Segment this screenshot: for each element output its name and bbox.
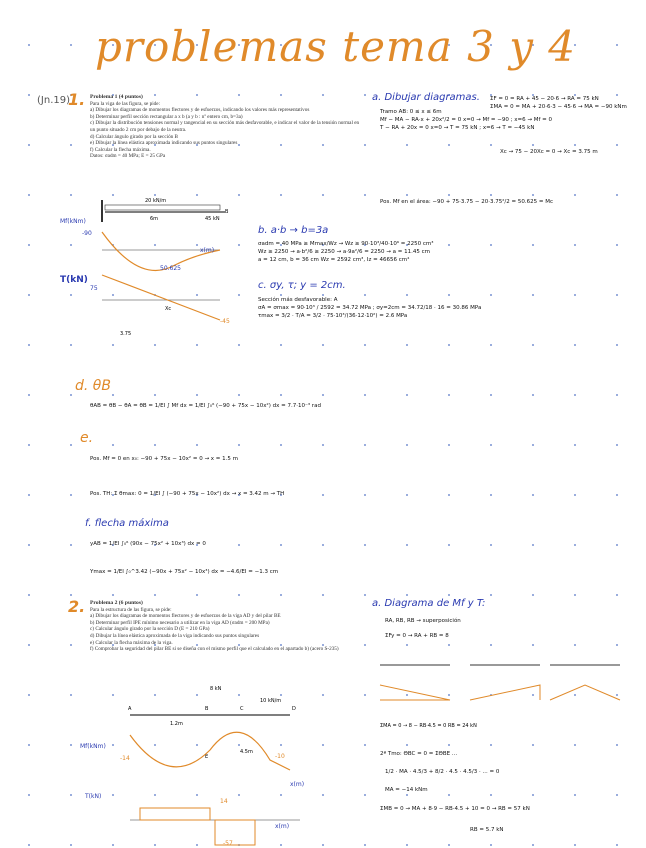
t-axis-label: T(kN) [84, 793, 101, 800]
equation: MA = −14 kNm [385, 787, 428, 793]
load-label: 20 kN/m [145, 198, 166, 204]
statement-line: c) Calcular ángulo girado por la sección… [90, 626, 210, 633]
equation: Pos. Mf en el área: −90 + 75·3.75 − 20·3… [380, 199, 554, 205]
equation: ΣMA = 0 → 8 − RB·4.5 = 0 RB = 24 kN [380, 723, 477, 729]
statement-line: e) Calcular la flecha máxima de la viga. [90, 639, 173, 646]
t-min-value: -45 [220, 318, 230, 325]
mf-value: 14 [220, 798, 228, 805]
equation: yAB = 1/EI ∫₀⁶ (90x − 75x² + 10x³) dx = … [90, 541, 206, 547]
t-value: -57 [223, 840, 233, 847]
equation: Mf − MA − RA·x + 20x²/2 = 0 x=0 → Mf = −… [380, 117, 552, 123]
xc-value: 3.75 [120, 331, 131, 337]
equation: τmax = 3/2 · T/A = 3/2 · 75·10³/(36·12·1… [258, 313, 408, 319]
equation: Pos. TH: Σ θmax: 0 = 1/EI ∫ (−90 + 75x −… [90, 491, 285, 497]
superposition-diagrams: ΣMA = 0 → 8 − RB·4.5 = 0 RB = 24 kN [379, 664, 621, 729]
mf-max-value: 50.625 [160, 265, 181, 272]
node-b: B [205, 706, 209, 712]
problem-2-number: 2. [68, 597, 86, 616]
mf-axis-label: Mf(kNm) [80, 743, 106, 750]
equation: Xc → 75 − 20Xc = 0 → Xc = 3.75 m [500, 149, 598, 155]
t-value: 75 [90, 285, 98, 292]
section-1b-equations: σadm = 40 MPa ≥ Mmax/Wz → Wz ≥ 90·10³/40… [258, 240, 433, 264]
node-d: D [292, 706, 296, 712]
equation: 2ª Tmo: ΘBC = 0 = ΣΘBE ... [380, 751, 458, 757]
equation: Wz ≥ 2250 → a·b²/6 ≥ 2250 → a·9a²/6 = 22… [258, 249, 431, 255]
date-label: (Jn.19) [37, 95, 70, 106]
dim-label: 4.5m [240, 749, 253, 755]
section-1d-heading: d. θB [75, 378, 111, 394]
equation: Sección más desfavorable: A [258, 297, 338, 303]
section-1a-equations: Tramo AB: 0 ≤ x ≤ 6m Mf − MA − RA·x + 20… [380, 108, 552, 132]
problem-1-statement: Problema 1 (4 puntos) Para la viga de la… [90, 94, 360, 160]
section-1a-heading: a. Dibujar diagramas. [372, 92, 480, 103]
mf-axis-label: Mf(kNm) [60, 218, 86, 225]
node-c: C [240, 706, 244, 712]
equilibrium-equations: ΣF = 0 = RA + 45 − 20·6 → RA = 75 kN ΣMA… [490, 95, 627, 111]
problem-2-heading: Problema 2 (6 puntos) [90, 600, 143, 606]
section-1d-equation: θAB = θB − θA = θB = 1/EI ∫ Mf dx = 1/EI… [90, 403, 321, 409]
section-1f-heading: f. flecha máxima [85, 518, 169, 529]
x-axis-label: x(m) [275, 823, 289, 830]
statement-line: e) Dibujar la línea elástica aproximada … [90, 140, 238, 147]
page-title: problemas tema 3 y 4 [95, 22, 577, 71]
span-label: 6m [150, 216, 158, 222]
load-label: 8 kN [210, 686, 222, 692]
statement-line: f) Comprobar la seguridad del pilar BE s… [90, 646, 339, 653]
dist-load-label: 10 kN/m [260, 698, 281, 704]
equation: ΣF = 0 = RA + 45 − 20·6 → RA = 75 kN [490, 96, 599, 102]
equation: 1/2 · MA · 4.5/3 + 8/2 · 4.5 · 4.5/3 · .… [385, 769, 500, 775]
equation: Pos. Mf = 0 en x₀: −90 + 75x − 10x² = 0 … [90, 456, 239, 462]
node-a: A [128, 706, 132, 712]
statement-line: Para la estructura de las figura, se pid… [90, 606, 172, 613]
equation: T − RA + 20x = 0 x=0 → T = 75 kN ; x=6 →… [380, 125, 535, 131]
equation: a = 12 cm, b = 36 cm Wz = 2592 cm³, Iz =… [258, 257, 410, 263]
statement-line: b) Determinar perfil IPE mínimo necesari… [90, 619, 270, 626]
equation: σA = σmax = 90·10³ / 2592 = 34.72 MPa ; … [258, 305, 482, 311]
equation: σadm = 40 MPa ≥ Mmax/Wz → Wz ≥ 90·10³/40… [258, 241, 434, 247]
dim-label: 1.2m [170, 721, 183, 727]
section-1c-heading: c. σy, τ; y = 2cm. [258, 280, 346, 291]
equation: RA, RB, RB → superposición [385, 618, 461, 624]
point-load-label: 45 kN [205, 216, 220, 222]
statement-line: Datos: σadm = 40 MPa; E = 25 GPa [90, 153, 166, 160]
equation: ΣFy = 0 → RA + RB = 8 [385, 633, 449, 639]
statement-line: a) Dibujar los diagramas de momentos fle… [90, 613, 281, 620]
statement-line: d) Calcular ángulo girado por la sección… [90, 133, 179, 140]
x-axis-label: x(m) [200, 247, 214, 254]
node-e: E [205, 754, 208, 760]
mf-value: -14 [120, 755, 130, 762]
problem-2-figure: 8 kN 10 kN/m A B C D E 1.2m 4.5m Mf(kNm)… [80, 686, 304, 847]
statement-line: b) Determinar perfil sección rectangular… [90, 113, 243, 120]
problem-1-heading: Problema 1 (4 puntos) [90, 94, 143, 100]
t-axis-label: T(kN) [60, 275, 88, 285]
mf-value: -90 [82, 230, 92, 237]
equation: ΣMB = 0 → MA + 8·9 − RB·4.5 + 10 = 0 → R… [380, 806, 530, 812]
point-b-label: B [225, 209, 229, 215]
equation: ΣMA = 0 = MA + 20·6·3 − 45·6 → MA = −90 … [490, 104, 627, 110]
statement-line: d) Dibujar la línea elástica aproximada … [90, 632, 260, 639]
problem-2-statement: Problema 2 (6 puntos) Para la estructura… [90, 600, 360, 653]
equation: Tramo AB: 0 ≤ x ≤ 6m [380, 109, 442, 115]
problem-1-figure: 20 kN/m B 45 kN 6m Mf(kNm) -90 50.625 x(… [60, 198, 230, 337]
section-1b-heading: b. a·b → b=3a [258, 225, 329, 236]
mf-value: -10 [275, 753, 285, 760]
xc-label: Xc [165, 306, 171, 312]
statement-line: f) Calcular la flecha máxima. [90, 146, 151, 153]
x-axis-label: x(m) [290, 781, 304, 788]
section-2a-heading: a. Diagrama de Mf y T: [372, 598, 486, 609]
section-1e-heading: e. [80, 430, 94, 446]
problem-1-number: 1. [68, 90, 86, 109]
statement-line: c) Dibujar la distribución tensiones nor… [90, 120, 360, 133]
equation: RB = 5.7 kN [470, 827, 504, 833]
section-1c-equations: Sección más desfavorable: A σA = σmax = … [258, 296, 481, 320]
statement-line: Para la viga de las figura, se pide: [90, 100, 161, 107]
equation: Ymax = 1/EI ∫₀^3.42 (−90x + 75x² − 10x³)… [90, 569, 279, 575]
statement-line: a) Dibujar los diagramas de momentos fle… [90, 107, 310, 114]
